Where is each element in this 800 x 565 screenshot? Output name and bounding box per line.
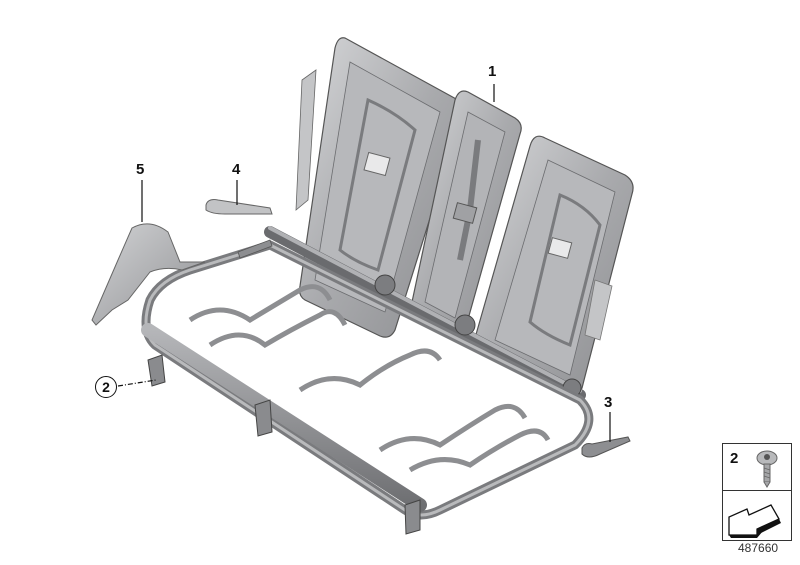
- leader-line-2: [117, 379, 157, 387]
- fastener-legend: 2: [722, 443, 792, 541]
- backrest-left-panel: [295, 37, 464, 338]
- part-3-strap: [581, 436, 631, 458]
- back-nav-cell[interactable]: [723, 491, 791, 540]
- hinge-tube: [264, 226, 586, 401]
- callout-3[interactable]: 3: [604, 394, 613, 411]
- seat-cushion-frame: [141, 240, 594, 535]
- torx-screw-icon: [756, 450, 778, 488]
- part-5-side-trim: [91, 223, 206, 326]
- arrow-back-icon: [728, 504, 781, 538]
- callout-4[interactable]: 4: [232, 161, 241, 178]
- callout-5[interactable]: 5: [136, 161, 145, 178]
- legend-screw-cell[interactable]: 2: [723, 444, 791, 491]
- callout-2-circled[interactable]: 2: [95, 376, 117, 398]
- callout-1[interactable]: 1: [488, 63, 497, 80]
- part-4-strap: [205, 199, 273, 259]
- legend-item-number: 2: [730, 450, 739, 467]
- backrest-right-panel: [473, 135, 634, 396]
- diagram-id: 487660: [738, 541, 779, 555]
